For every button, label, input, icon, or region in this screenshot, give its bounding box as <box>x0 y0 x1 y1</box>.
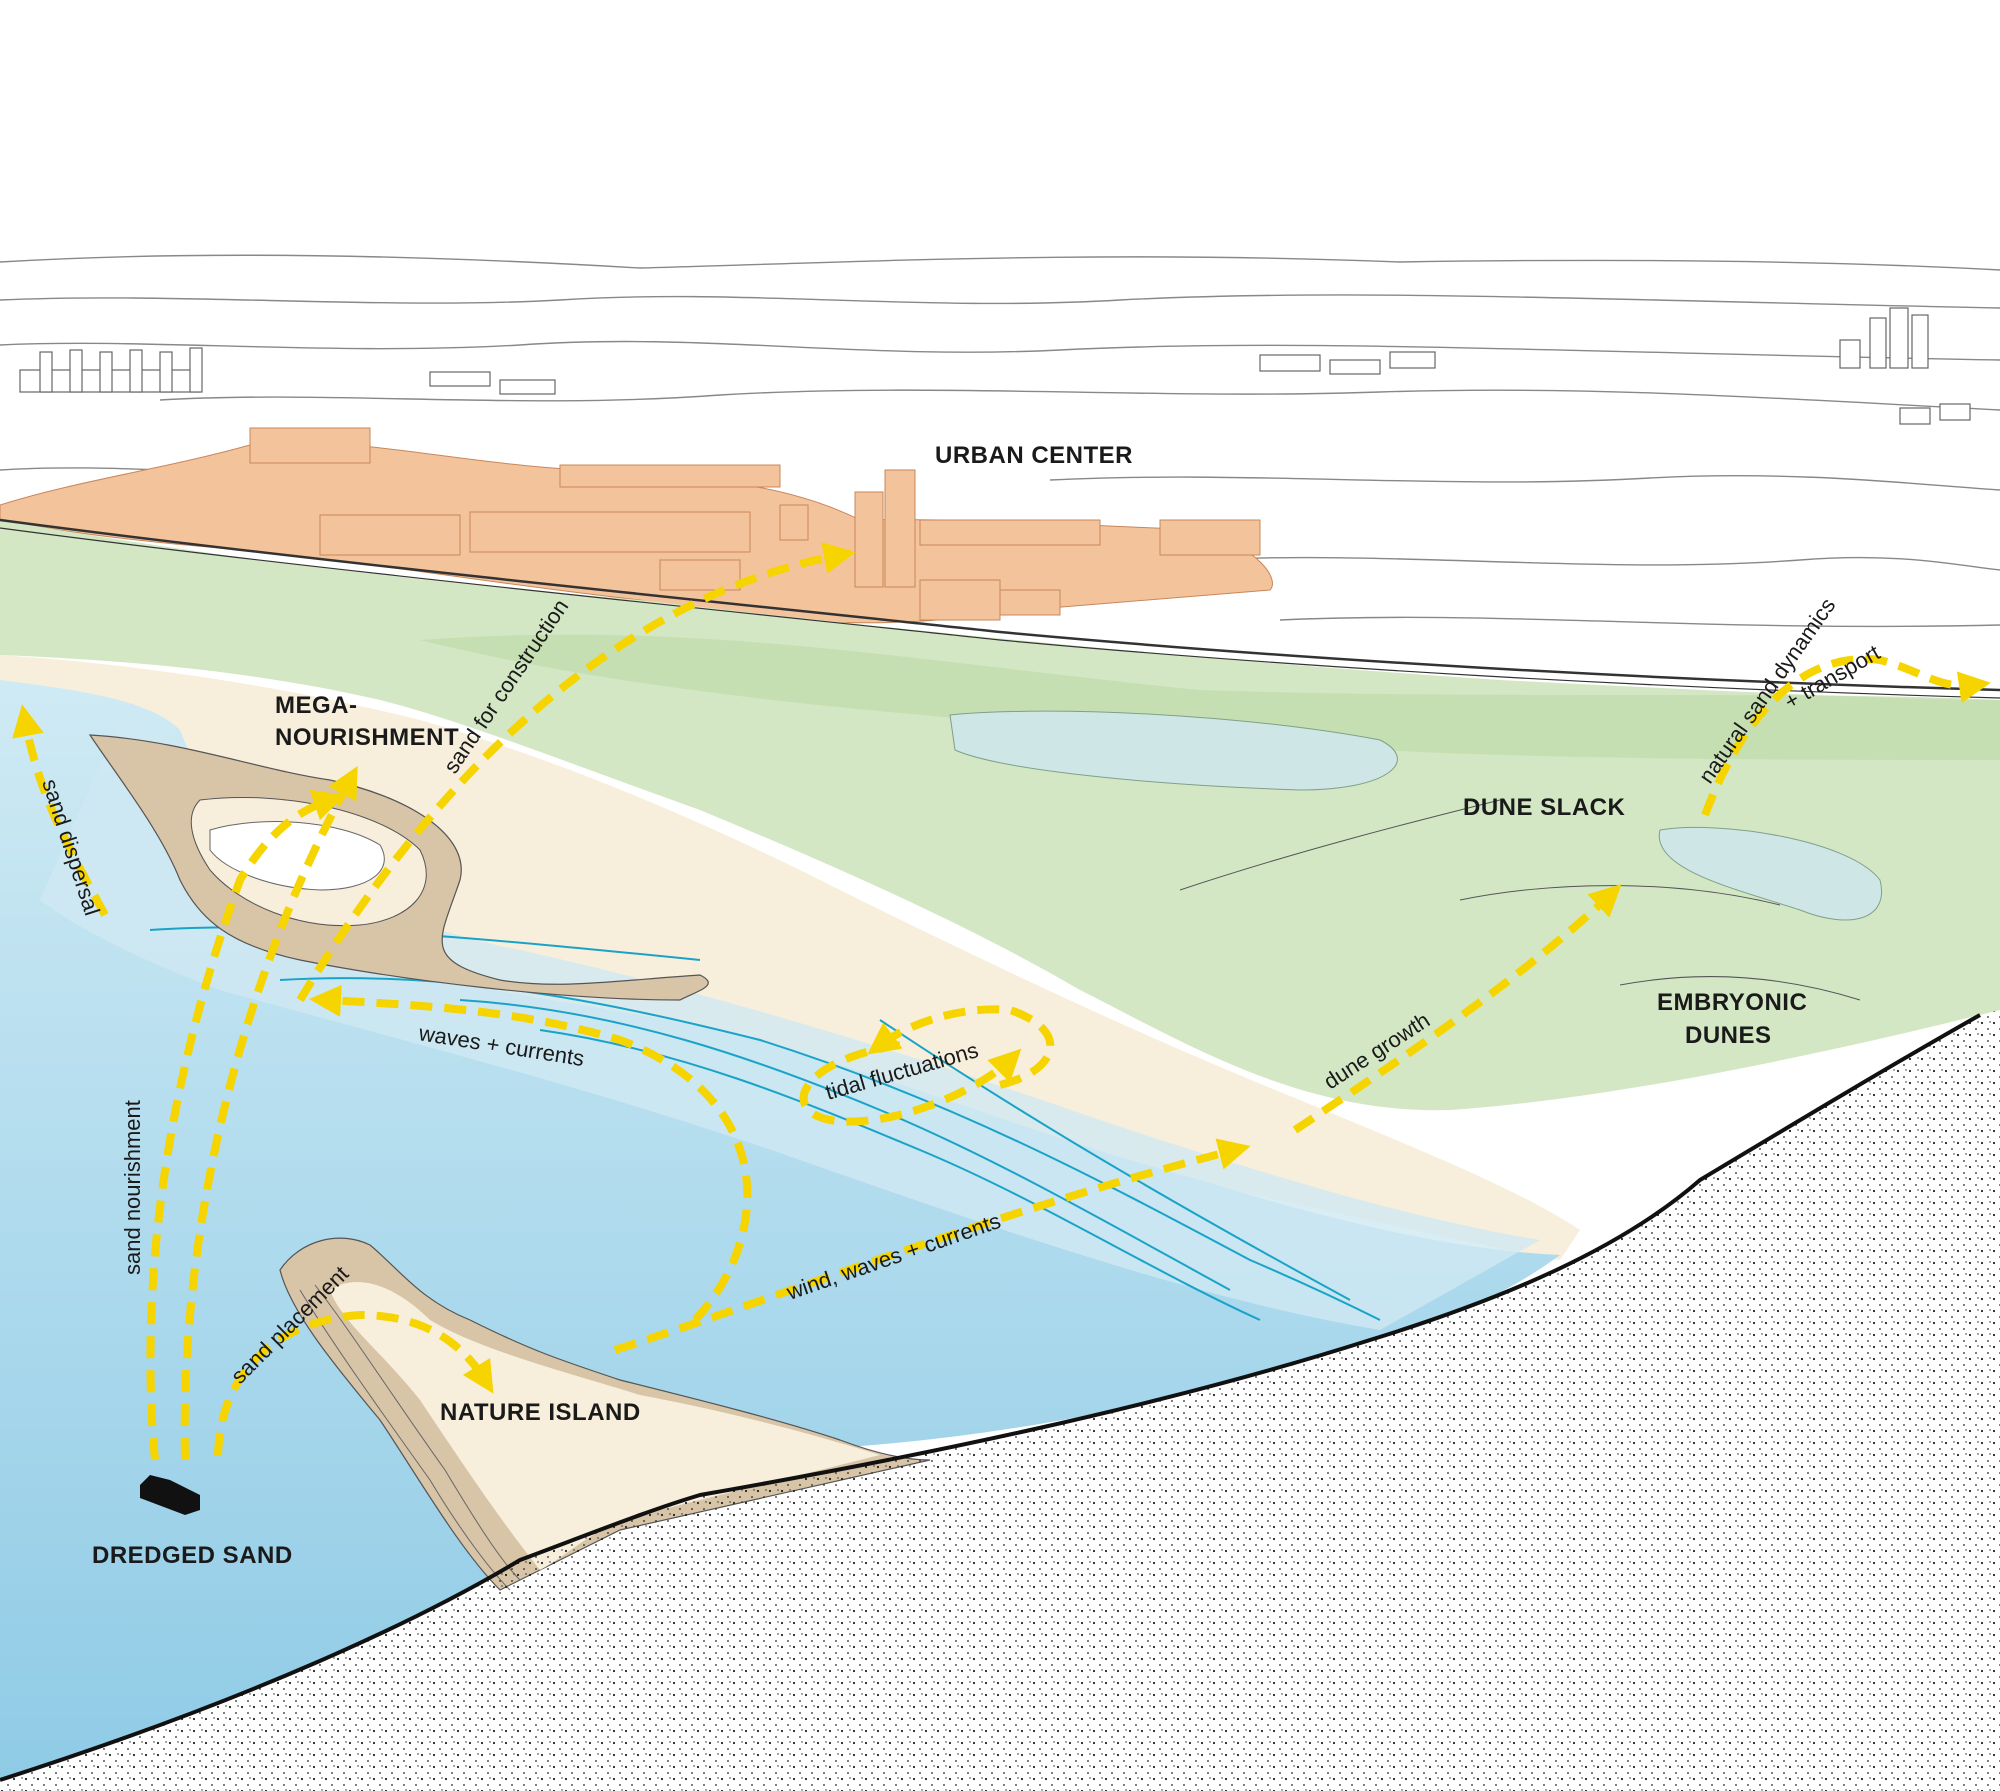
nature-island-landform <box>279 1237 931 1591</box>
label-embryonic-line2: DUNES <box>1685 1022 1772 1049</box>
arrow-natural-sand-dynamics <box>1701 655 1991 817</box>
label-mega-line1: MEGA- <box>275 692 358 719</box>
arrow-wind-waves-currents <box>613 1138 1251 1354</box>
ground-section <box>0 1010 2000 1791</box>
mega-nourishment-landform <box>88 734 709 1001</box>
flow-arrows <box>12 542 1991 1461</box>
label-dredged-sand: DREDGED SAND <box>92 1542 293 1569</box>
arrow-tidal-loop-2 <box>799 1041 1022 1126</box>
label-embryonic-line1: EMBRYONIC <box>1657 989 1807 1016</box>
zone-labels: URBAN CENTER MEGA- NOURISHMENT DUNE SLAC… <box>92 442 1807 1569</box>
label-dune-slack: DUNE SLACK <box>1463 794 1626 821</box>
label-nature-island: NATURE ISLAND <box>440 1399 641 1426</box>
label-sand-nourishment: sand nourishment <box>120 1100 145 1275</box>
background-hills <box>0 254 2000 628</box>
arrow-sand-dispersal <box>12 704 109 917</box>
arrow-dune-growth <box>1292 884 1622 1134</box>
arrow-tidal-loop <box>867 1005 1055 1089</box>
arrow-sand-for-construction <box>296 542 856 1003</box>
distant-buildings <box>19 307 1971 425</box>
dredging-ship-icon <box>140 1475 200 1515</box>
arrow-waves-currents <box>309 984 752 1323</box>
urban-area <box>0 427 1273 624</box>
label-urban-center: URBAN CENTER <box>935 442 1133 469</box>
dune-vegetation <box>0 518 2000 1111</box>
label-mega-line2: NOURISHMENT <box>275 724 459 751</box>
arrow-sand-placement <box>214 1310 494 1456</box>
arrow-sand-nourishment-left <box>146 789 346 1461</box>
